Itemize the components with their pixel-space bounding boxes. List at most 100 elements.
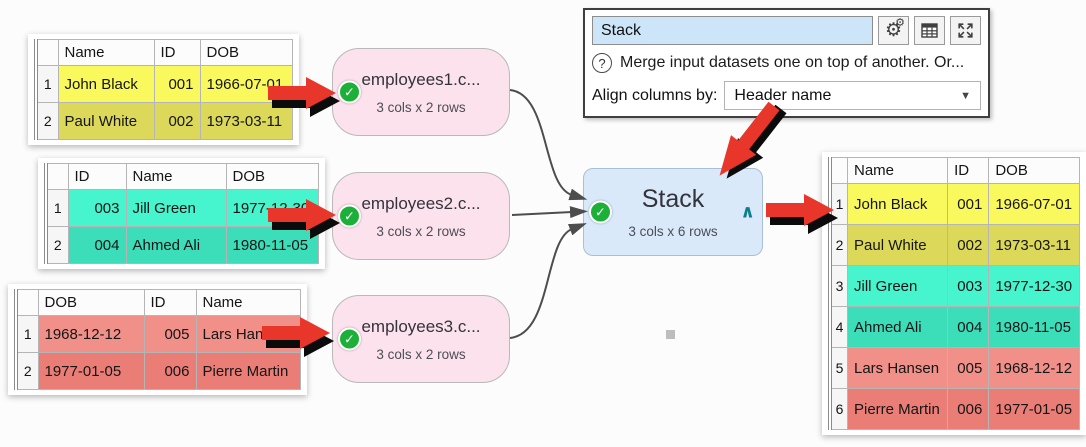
row-number: 2 [45, 226, 69, 264]
cell: Pierre Martin [846, 388, 949, 430]
header-row: DOB ID Name [15, 289, 301, 316]
node-stats: 3 cols x 6 rows [628, 224, 718, 239]
column-header: ID [67, 163, 127, 190]
column-header: Name [846, 157, 949, 184]
corner-cell [15, 289, 39, 316]
table-row: 5 Lars Hansen 005 1968-12-12 [829, 347, 1080, 389]
data-grid: ID Name DOB 1 003 Jill Green 1977-12-30 … [44, 163, 319, 264]
row-number: 2 [829, 224, 848, 266]
table-row: 2 Paul White 002 1973-03-11 [829, 224, 1080, 266]
help-icon[interactable]: ? [592, 53, 612, 73]
cell: 1968-12-12 [37, 315, 145, 353]
input-table-2: ID Name DOB 1 003 Jill Green 1977-12-30 … [38, 158, 325, 269]
align-columns-label: Align columns by: [592, 86, 718, 104]
data-grid: Name ID DOB 1 John Black 001 1966-07-01 … [34, 39, 293, 140]
row-number: 1 [35, 65, 59, 103]
column-header: Name [57, 39, 155, 66]
column-header: ID [947, 157, 990, 184]
node-stack[interactable]: ✓ Stack 3 cols x 6 rows ∧ [583, 168, 763, 256]
cell: Pierre Martin [195, 352, 301, 390]
row-number: 4 [829, 306, 848, 348]
node-title: employees2.c... [361, 193, 481, 213]
cell: 004 [947, 306, 990, 348]
align-columns-select[interactable]: Header name ▼ [724, 81, 981, 110]
node-employees3[interactable]: ✓ employees3.c... 3 cols x 2 rows [332, 295, 510, 383]
corner-cell [45, 163, 69, 190]
cell: 1980-11-05 [988, 306, 1080, 348]
dropdown-arrow-icon: ▼ [960, 89, 971, 102]
cell: John Black [57, 65, 155, 103]
cell: 1977-12-30 [988, 265, 1080, 307]
column-header: DOB [225, 163, 319, 190]
expand-button[interactable] [950, 16, 981, 45]
row-number: 1 [45, 189, 69, 227]
row-number: 1 [15, 315, 39, 353]
column-header: ID [143, 289, 197, 316]
table-row: 2 1977-01-05 006 Pierre Martin [15, 352, 301, 390]
row-number: 3 [829, 265, 848, 307]
cell: 1968-12-12 [988, 347, 1080, 389]
success-check-icon: ✓ [338, 80, 361, 104]
cell: Ahmed Ali [846, 306, 949, 348]
cell: Jill Green [125, 189, 227, 227]
cell: 005 [143, 315, 197, 353]
data-grid: Name ID DOB 1 John Black 001 1966-07-01 … [828, 157, 1080, 430]
row-number: 5 [829, 347, 848, 389]
table-row: 1 1968-12-12 005 Lars Hansen [15, 315, 301, 353]
cell: Lars Hansen [195, 315, 301, 353]
table-view-button[interactable] [914, 16, 945, 45]
column-header: Name [195, 289, 301, 316]
output-table: Name ID DOB 1 John Black 001 1966-07-01 … [822, 152, 1086, 435]
node-employees1[interactable]: ✓ employees1.c... 3 cols x 2 rows [332, 48, 510, 136]
row-number: 2 [15, 352, 39, 390]
column-header: DOB [199, 39, 293, 66]
row-number: 2 [35, 102, 59, 140]
cell: 006 [143, 352, 197, 390]
table-row: 2 Paul White 002 1973-03-11 [35, 102, 293, 140]
cell: 001 [947, 183, 990, 225]
node-stats: 3 cols x 2 rows [376, 346, 466, 362]
table-row: 1 John Black 001 1966-07-01 [829, 183, 1080, 225]
settings-button[interactable]: ⚙ ⚙ [878, 16, 909, 45]
transform-properties-panel: ⚙ ⚙ [583, 8, 990, 118]
align-columns-value: Header name [734, 86, 832, 104]
cell: 001 [153, 65, 201, 103]
cell: 004 [67, 226, 127, 264]
collapse-caret-icon[interactable]: ∧ [740, 201, 755, 222]
cell: 005 [947, 347, 990, 389]
expand-icon [958, 23, 973, 38]
cell: 1977-01-05 [37, 352, 145, 390]
cell: Lars Hansen [846, 347, 949, 389]
node-title: employees3.c... [361, 316, 481, 336]
cell: 003 [67, 189, 127, 227]
connector-employees1-stack [509, 89, 588, 201]
cell: 002 [947, 224, 990, 266]
transform-description: Merge input datasets one on top of anoth… [620, 54, 965, 71]
header-row: Name ID DOB [35, 39, 293, 66]
input-table-1: Name ID DOB 1 John Black 001 1966-07-01 … [28, 34, 299, 145]
input-table-3: DOB ID Name 1 1968-12-12 005 Lars Hansen… [8, 284, 307, 395]
table-row: 1 John Black 001 1966-07-01 [35, 65, 293, 103]
node-stats: 3 cols x 2 rows [376, 223, 466, 239]
corner-cell [829, 157, 848, 184]
node-stats: 3 cols x 2 rows [376, 99, 466, 115]
cell: 1973-03-11 [199, 102, 293, 140]
column-header: DOB [988, 157, 1080, 184]
cell: 003 [947, 265, 990, 307]
data-grid: DOB ID Name 1 1968-12-12 005 Lars Hansen… [14, 289, 301, 390]
column-header: DOB [37, 289, 145, 316]
cell: 1977-12-30 [225, 189, 319, 227]
cell: John Black [846, 183, 949, 225]
table-row: 3 Jill Green 003 1977-12-30 [829, 265, 1080, 307]
column-header: ID [153, 39, 201, 66]
cell: Jill Green [846, 265, 949, 307]
node-employees2[interactable]: ✓ employees2.c... 3 cols x 2 rows [332, 172, 510, 260]
header-row: Name ID DOB [829, 157, 1080, 184]
connector-employees2-stack [511, 206, 588, 219]
success-check-icon: ✓ [338, 204, 361, 228]
cell: 1980-11-05 [225, 226, 319, 264]
node-title: employees1.c... [361, 69, 481, 89]
success-check-icon: ✓ [589, 200, 612, 224]
transform-name-input[interactable] [592, 16, 873, 45]
table-icon [921, 23, 938, 38]
